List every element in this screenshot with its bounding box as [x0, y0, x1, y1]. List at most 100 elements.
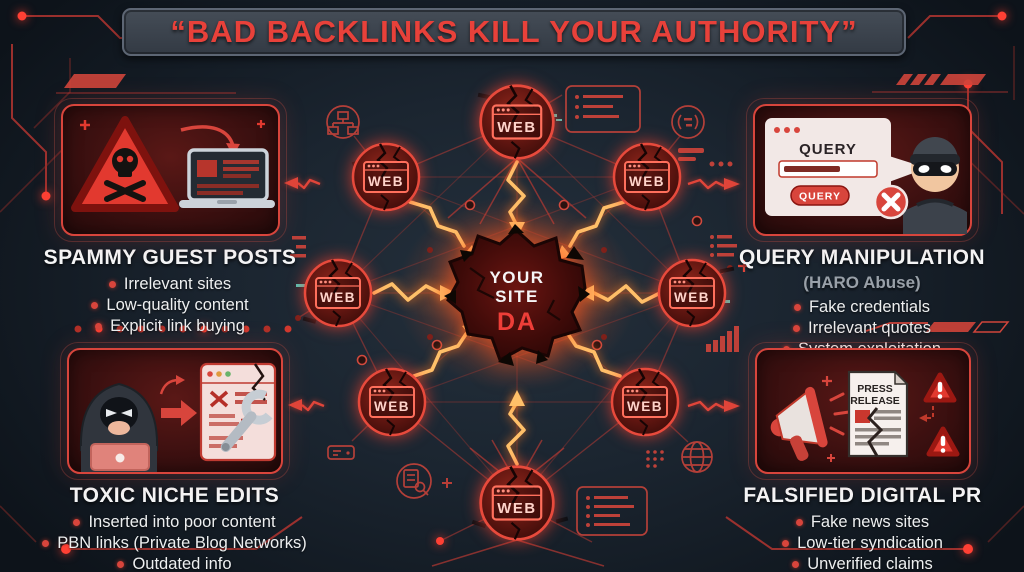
slanted-bars-decoration — [865, 321, 1010, 333]
bullet-item: Irrelevant sites — [20, 274, 320, 295]
code-circle-icon — [671, 105, 705, 139]
bullet-text: Fake credentials — [808, 298, 931, 316]
block-arrow-icon — [159, 375, 197, 426]
bullet-text: Fake news sites — [810, 513, 930, 531]
web-node-upper-left — [351, 142, 421, 212]
sparkle-icon — [79, 120, 90, 130]
spammy-guest-posts-illustration — [53, 98, 287, 242]
bullet-dot — [42, 540, 50, 547]
lightning-spokes — [372, 160, 662, 466]
plus-mark — [738, 260, 750, 272]
bullet-text: Outdated info — [132, 555, 232, 572]
server-icon — [327, 445, 355, 460]
page-title: “BAD BACKLINKS KILL YOUR AUTHORITY” — [170, 14, 858, 49]
sitemap-icon — [326, 105, 360, 139]
your-site-da-node: YOUR SITE DA — [444, 224, 590, 366]
web-node-bottom — [479, 465, 555, 541]
bullet-dot — [95, 323, 103, 330]
hooded-hacker-icon — [79, 382, 158, 472]
section-toxic-niche-edits: TOXIC NICHE EDITS Inserted into poor con… — [17, 342, 332, 572]
bullet-dot — [108, 281, 116, 288]
dot-grid-decoration — [646, 450, 664, 468]
warning-triangle-icon — [926, 375, 954, 400]
center-label-site: SITE — [495, 287, 539, 306]
title-banner: “BAD BACKLINKS KILL YOUR AUTHORITY” — [122, 8, 906, 56]
bullet-text: Unverified claims — [807, 555, 933, 572]
bullet-dot — [793, 325, 801, 332]
error-x-icon — [873, 184, 908, 220]
center-label-da: DA — [497, 308, 537, 336]
bullet-dot — [792, 561, 800, 568]
falsified-digital-pr-illustration: PRESS RELEASE — [747, 342, 978, 480]
bullet-text: Low-tier syndication — [797, 534, 943, 552]
document-search-icon — [396, 463, 432, 499]
bullet-item: PBN links (Private Blog Networks) — [17, 533, 332, 554]
bullet-item: Irrelevant quotes — [712, 318, 1012, 339]
card-connector-arrows — [284, 177, 740, 412]
section-falsified-digital-pr: PRESS RELEASE FALSIFIED DIGITAL PR Fake … — [705, 342, 1020, 572]
query-manipulation-illustration: QUERY QUERY — [745, 98, 979, 242]
bullet-item: Low-tier syndication — [705, 533, 1020, 554]
laptop-icon — [178, 148, 275, 208]
megaphone-icon — [770, 386, 828, 461]
section-heading: SPAMMY GUEST POSTS — [43, 246, 297, 269]
bullet-item: Inserted into poor content — [17, 512, 332, 533]
circuit-traces — [0, 11, 1024, 554]
section-heading: TOXIC NICHE EDITS — [69, 484, 280, 507]
sparkle-icon — [256, 120, 265, 128]
bullet-item: Outdated info — [17, 554, 332, 572]
bullet-dot — [793, 304, 801, 311]
equals-bars-decoration — [678, 148, 733, 167]
warning-triangle-icon — [929, 429, 957, 454]
bullet-list: Irrelevant sites Low-quality content Exp… — [20, 274, 320, 337]
press-release-line1: PRESS — [857, 383, 893, 395]
list-icon — [710, 235, 737, 257]
query-browser-icon: QUERY QUERY — [764, 118, 927, 216]
torn-press-release-icon: PRESS RELEASE — [847, 370, 909, 458]
dashed-return-arrow-icon — [918, 406, 934, 422]
bullet-dot — [117, 561, 125, 568]
bullet-text: Irrelevant quotes — [808, 319, 931, 337]
banner-decorations — [56, 74, 1008, 94]
bullet-dot — [782, 540, 790, 547]
bullet-text: Explicit link buying — [110, 317, 245, 335]
section-query-manipulation: QUERY QUERY — [712, 98, 1012, 360]
bullet-item: Fake news sites — [705, 512, 1020, 533]
toxic-niche-edits-illustration — [59, 342, 290, 480]
web-node-lower-left — [357, 367, 427, 437]
bullet-text: Irrelevant sites — [123, 275, 232, 293]
query-button-label: QUERY — [799, 191, 841, 203]
bullet-dot — [73, 519, 81, 526]
skull-warning-triangle-icon — [70, 116, 179, 212]
list-icon-left — [290, 236, 306, 258]
bullet-list: Inserted into poor content PBN links (Pr… — [17, 512, 332, 572]
code-panel-icon — [565, 85, 641, 133]
section-spammy-guest-posts: SPAMMY GUEST POSTS Irrelevant sites Low-… — [20, 98, 320, 337]
bullet-text: Inserted into poor content — [88, 513, 276, 531]
bar-chart-icon — [706, 326, 739, 352]
bullet-text: Low-quality content — [106, 296, 249, 314]
section-subheading: (HARO Abuse) — [803, 273, 921, 292]
center-label-your: YOUR — [489, 268, 544, 287]
bullet-item: Unverified claims — [705, 554, 1020, 572]
press-release-line2: RELEASE — [850, 395, 900, 407]
bullet-item: Explicit link buying — [20, 316, 320, 337]
web-node-lower-right — [610, 367, 680, 437]
section-heading: FALSIFIED DIGITAL PR — [743, 484, 982, 507]
section-heading: QUERY MANIPULATION — [739, 246, 985, 269]
query-window-title: QUERY — [799, 141, 857, 158]
sound-waves-icon — [821, 376, 850, 462]
bullet-dot — [795, 519, 803, 526]
globe-icon — [681, 441, 713, 473]
bullet-list: Fake news sites Low-tier syndication Unv… — [705, 512, 1020, 572]
bullet-text: PBN links (Private Blog Networks) — [57, 534, 307, 552]
bullet-item: Low-quality content — [20, 295, 320, 316]
bullet-item: Fake credentials — [712, 297, 1012, 318]
web-node-upper-right — [612, 142, 682, 212]
web-node-top — [479, 84, 555, 160]
code-panel-icon — [576, 486, 648, 536]
bandit-icon — [902, 137, 967, 234]
bullet-dot — [91, 302, 99, 309]
